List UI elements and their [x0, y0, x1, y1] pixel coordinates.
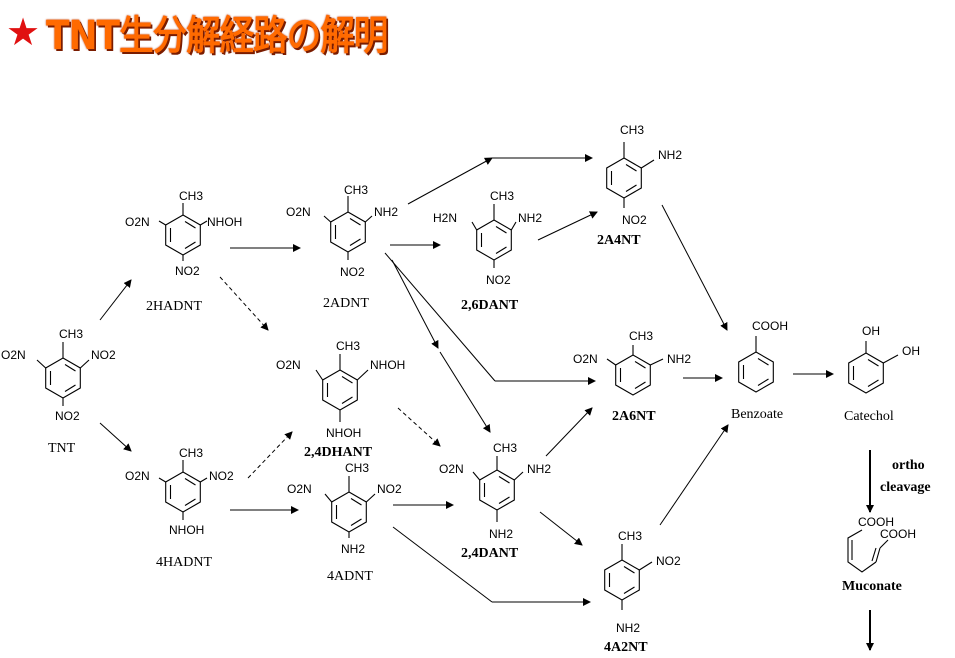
arrow	[384, 252, 496, 382]
nitro-group: O2N	[125, 469, 150, 483]
nitro-group: O2N	[125, 215, 150, 229]
star-icon: ★	[6, 10, 41, 54]
amino-group: NH2	[341, 542, 365, 556]
nitro-group: NO2	[55, 409, 80, 423]
compound-label-benzoate: Benzoate	[731, 407, 783, 422]
molecule-4a2nt: CH3 NO2 NH2	[604, 529, 681, 635]
annotation-ortho: ortho	[892, 458, 925, 473]
methyl-group: CH3	[179, 446, 203, 460]
molecule-2-4dant: CH3 O2N NH2 NH2	[439, 441, 551, 541]
hydroxylamino-group: NHOH	[207, 215, 242, 229]
molecule-tnt: CH3 O2N NO2 NO2	[1, 327, 116, 423]
arrow	[539, 511, 583, 546]
methyl-group: CH3	[59, 327, 83, 341]
amino-group: NH2	[658, 148, 682, 162]
amino-group: H2N	[433, 211, 457, 225]
arrow	[661, 204, 728, 331]
molecule-2-4dhant: CH3 O2N NHOH NHOH	[276, 339, 405, 440]
slide-title-text: TNT生分解経路の解明	[46, 13, 388, 59]
nitro-group: NO2	[91, 348, 116, 362]
hydroxylamino-group: NHOH	[370, 358, 405, 372]
amino-group: NH2	[527, 462, 551, 476]
compound-label-catechol: Catechol	[844, 409, 894, 424]
arrow-dashed	[219, 276, 269, 331]
compound-label-4adnt: 4ADNT	[327, 569, 373, 584]
annotation-cleavage: cleavage	[880, 480, 931, 495]
amino-group: NH2	[667, 352, 691, 366]
nitro-group: O2N	[573, 352, 598, 366]
compound-label-2-4dhant: 2,4DHANT	[304, 445, 373, 460]
nitro-group: NO2	[622, 213, 647, 227]
molecule-catechol: OH OH	[848, 324, 920, 394]
hydroxyl-group: OH	[862, 324, 880, 338]
reaction-arrows	[99, 154, 874, 651]
arrow	[439, 351, 491, 433]
compound-label-muconate: Muconate	[842, 579, 902, 594]
molecule-benzoate: COOH	[738, 319, 788, 393]
compound-label-2-4dant: 2,4DANT	[461, 546, 519, 561]
methyl-group: CH3	[618, 529, 642, 543]
arrow	[659, 424, 729, 526]
carboxyl-group: COOH	[858, 515, 894, 529]
compound-label-2adnt: 2ADNT	[323, 296, 369, 311]
arrow	[537, 211, 598, 241]
molecule-2adnt: CH3 O2N NH2 NO2	[286, 183, 398, 279]
nitro-group: NO2	[656, 554, 681, 568]
slide-title: ★ TNT生分解経路の解明	[6, 2, 443, 62]
molecule-muconate: COOH COOH	[847, 515, 916, 573]
arrow-dashed	[247, 431, 293, 479]
methyl-group: CH3	[179, 189, 203, 203]
methyl-group: CH3	[336, 339, 360, 353]
hydroxyl-group: OH	[902, 344, 920, 358]
compound-label-2-6dant: 2,6DANT	[461, 298, 519, 313]
methyl-group: CH3	[493, 441, 517, 455]
methyl-group: CH3	[620, 123, 644, 137]
nitro-group: NO2	[377, 482, 402, 496]
nitro-group: NO2	[209, 469, 234, 483]
nitro-group: NO2	[340, 265, 365, 279]
molecule-4adnt: CH3 O2N NO2 NH2	[287, 461, 402, 556]
amino-group: NH2	[489, 527, 513, 541]
compound-label-4a2nt: 4A2NT	[604, 640, 648, 655]
compound-label-4hadnt: 4HADNT	[156, 555, 212, 570]
amino-group: NH2	[616, 621, 640, 635]
nitro-group: NO2	[175, 264, 200, 278]
arrow	[99, 279, 132, 321]
compound-label-2a4nt: 2A4NT	[597, 233, 641, 248]
arrow	[391, 259, 439, 349]
amino-group: NH2	[374, 205, 398, 219]
arrow	[99, 422, 132, 452]
compound-label-2hadnt: 2HADNT	[146, 299, 202, 314]
methyl-group: CH3	[345, 461, 369, 475]
nitro-group: O2N	[286, 205, 311, 219]
molecule-4hadnt: CH3 O2N NO2 NHOH	[125, 446, 234, 537]
methyl-group: CH3	[490, 189, 514, 203]
methyl-group: CH3	[629, 329, 653, 343]
molecule-2a6nt: CH3 O2N NH2	[573, 329, 691, 396]
nitro-group: O2N	[287, 482, 312, 496]
hydroxylamino-group: NHOH	[169, 523, 204, 537]
arrow-dashed	[397, 407, 441, 447]
arrow	[545, 407, 593, 457]
molecule-2-6dant: CH3 H2N NH2 NO2	[433, 189, 542, 287]
compound-label-2a6nt: 2A6NT	[612, 409, 656, 424]
nitro-group: O2N	[276, 358, 301, 372]
arrow	[407, 157, 493, 205]
carboxyl-group: COOH	[880, 527, 916, 541]
nitro-group: O2N	[1, 348, 26, 362]
amino-group: NH2	[518, 211, 542, 225]
arrow	[392, 526, 493, 603]
nitro-group: NO2	[486, 273, 511, 287]
molecule-2a4nt: CH3 NH2 NO2	[606, 123, 682, 227]
compound-label-tnt: TNT	[48, 441, 76, 456]
methyl-group: CH3	[344, 183, 368, 197]
carboxyl-group: COOH	[752, 319, 788, 333]
molecule-2hadnt: CH3 O2N NHOH NO2	[125, 189, 242, 278]
hydroxylamino-group: NHOH	[326, 426, 361, 440]
nitro-group: O2N	[439, 462, 464, 476]
